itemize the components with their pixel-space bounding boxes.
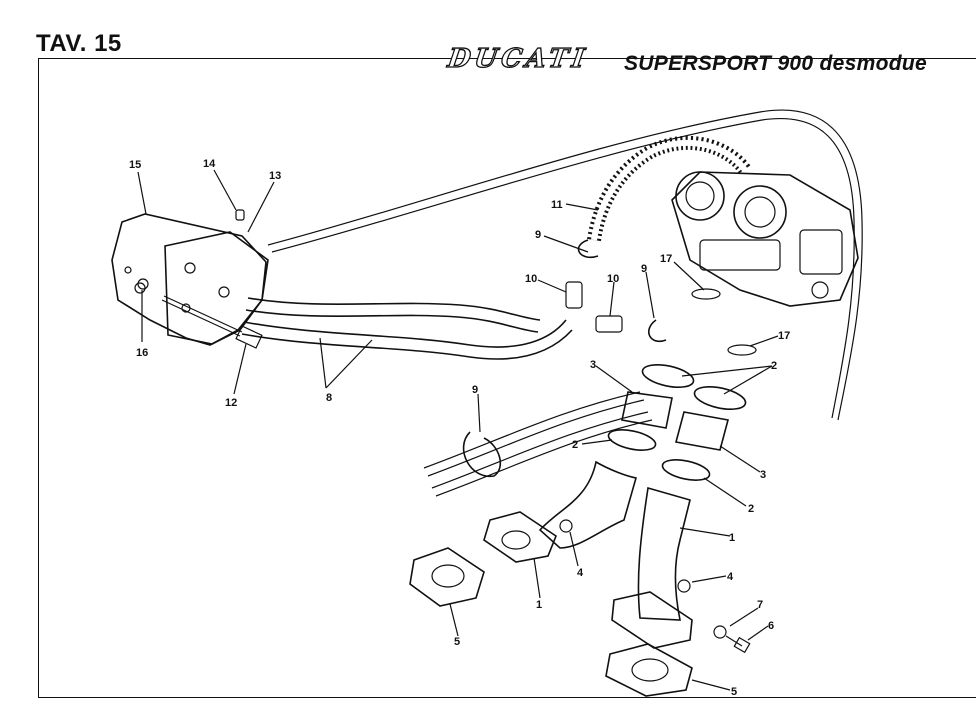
callout-2-top: 2 <box>771 360 777 372</box>
callout-5-right: 5 <box>731 686 737 698</box>
callout-4-right: 4 <box>727 571 734 583</box>
callout-3-upper: 3 <box>590 359 596 371</box>
callout-11: 11 <box>551 199 563 211</box>
leader-lines <box>137 169 779 691</box>
callout-17-lower: 17 <box>778 330 790 342</box>
callout-1-left: 1 <box>536 599 542 611</box>
bolt-and-washer <box>137 278 263 349</box>
callout-13: 13 <box>269 170 281 182</box>
callout-10-left: 10 <box>525 273 537 285</box>
callout-12: 12 <box>225 397 237 409</box>
intake-gaskets <box>607 364 747 481</box>
callout-2-left: 2 <box>572 439 578 451</box>
callout-1-right: 1 <box>729 532 735 544</box>
callout-7: 7 <box>757 599 763 611</box>
callout-10-right: 10 <box>607 273 619 285</box>
screws <box>713 625 751 654</box>
hose-fittings <box>565 281 623 333</box>
callout-6: 6 <box>768 620 774 632</box>
breather-hoses <box>241 297 573 360</box>
callout-5-left: 5 <box>454 636 460 648</box>
table-label: TAV. 15 <box>36 30 122 57</box>
carburettor-body <box>671 171 859 307</box>
breather-tubes <box>423 391 653 497</box>
intake-manifold-front <box>483 460 638 563</box>
callout-9-lower: 9 <box>472 384 478 396</box>
coiled-hose <box>587 136 751 242</box>
intake-sleeves <box>621 391 729 451</box>
callout-17-upper: 17 <box>660 253 672 265</box>
model-title: SUPERSPORT 900 desmodue <box>624 52 927 75</box>
callout-16: 16 <box>136 347 148 359</box>
callout-14: 14 <box>203 158 216 170</box>
drawing-frame <box>38 58 976 698</box>
throttle-cable <box>267 109 863 421</box>
callout-15: 15 <box>129 159 141 171</box>
manifold-gaskets <box>409 547 693 697</box>
callout-9-mid: 9 <box>641 263 647 275</box>
callout-3-lower: 3 <box>760 469 766 481</box>
airbox-assembly <box>111 209 269 346</box>
callout-8: 8 <box>326 392 332 404</box>
callout-9-upper: 9 <box>535 229 541 241</box>
callout-numbers: 15 14 13 16 12 8 11 9 10 10 9 17 17 2 3 … <box>129 158 790 698</box>
washers <box>691 288 757 356</box>
callout-2-right: 2 <box>748 503 754 515</box>
intake-manifold-rear <box>611 486 693 649</box>
callout-4-left: 4 <box>577 567 584 579</box>
